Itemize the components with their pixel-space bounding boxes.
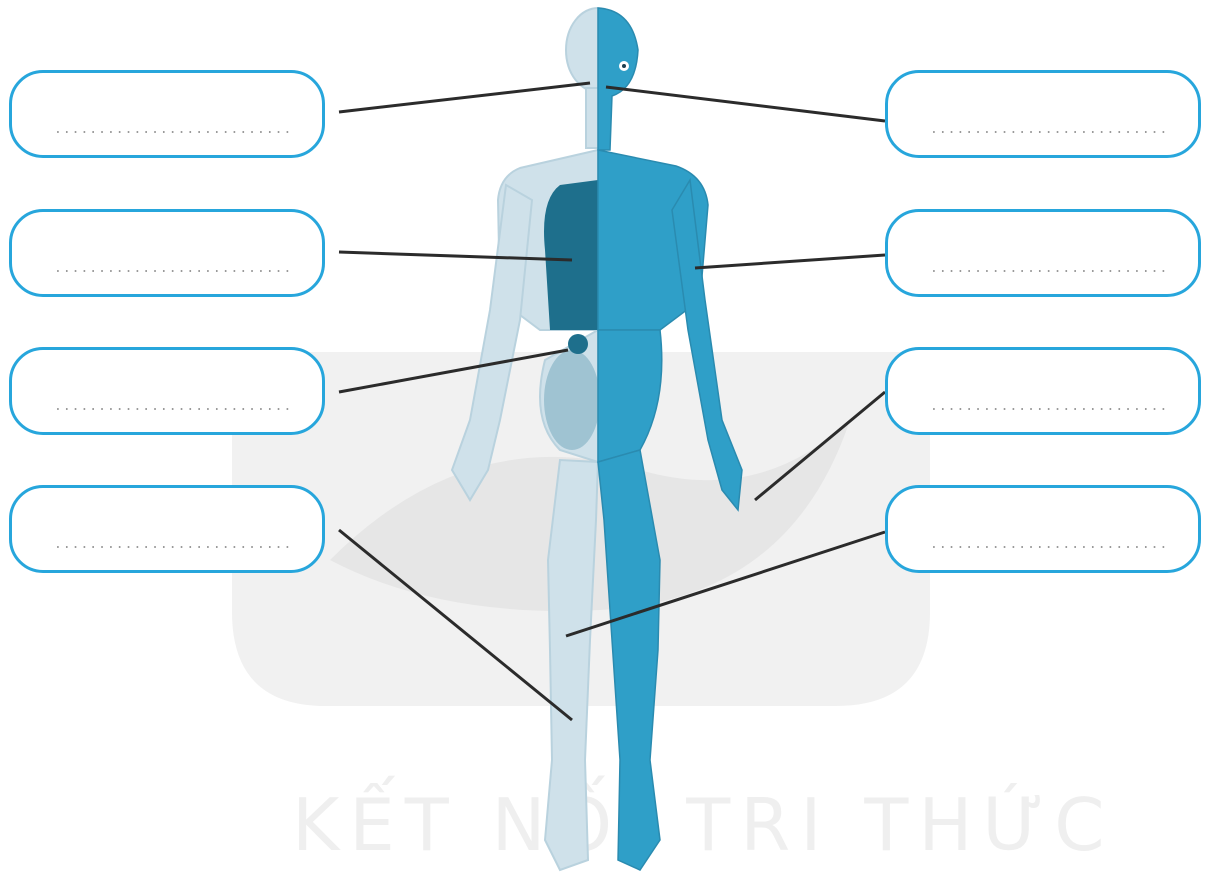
blank-line: ........................... — [930, 399, 1174, 414]
label-box-left-1[interactable]: ........................... — [9, 70, 325, 158]
blank-line: ........................... — [54, 537, 298, 552]
intestines — [544, 350, 600, 450]
label-box-right-1[interactable]: ........................... — [885, 70, 1201, 158]
lungs — [544, 180, 598, 330]
label-box-right-2[interactable]: ........................... — [885, 209, 1201, 297]
label-box-right-4[interactable]: ........................... — [885, 485, 1201, 573]
label-box-right-3[interactable]: ........................... — [885, 347, 1201, 435]
blank-line: ........................... — [54, 261, 298, 276]
blank-line: ........................... — [930, 537, 1174, 552]
label-box-left-2[interactable]: ........................... — [9, 209, 325, 297]
label-box-left-4[interactable]: ........................... — [9, 485, 325, 573]
blank-line: ........................... — [54, 399, 298, 414]
blank-line: ........................... — [930, 261, 1174, 276]
muscle-half — [598, 8, 742, 870]
blank-line: ........................... — [54, 122, 298, 137]
label-box-left-3[interactable]: ........................... — [9, 347, 325, 435]
blank-line: ........................... — [930, 122, 1174, 137]
